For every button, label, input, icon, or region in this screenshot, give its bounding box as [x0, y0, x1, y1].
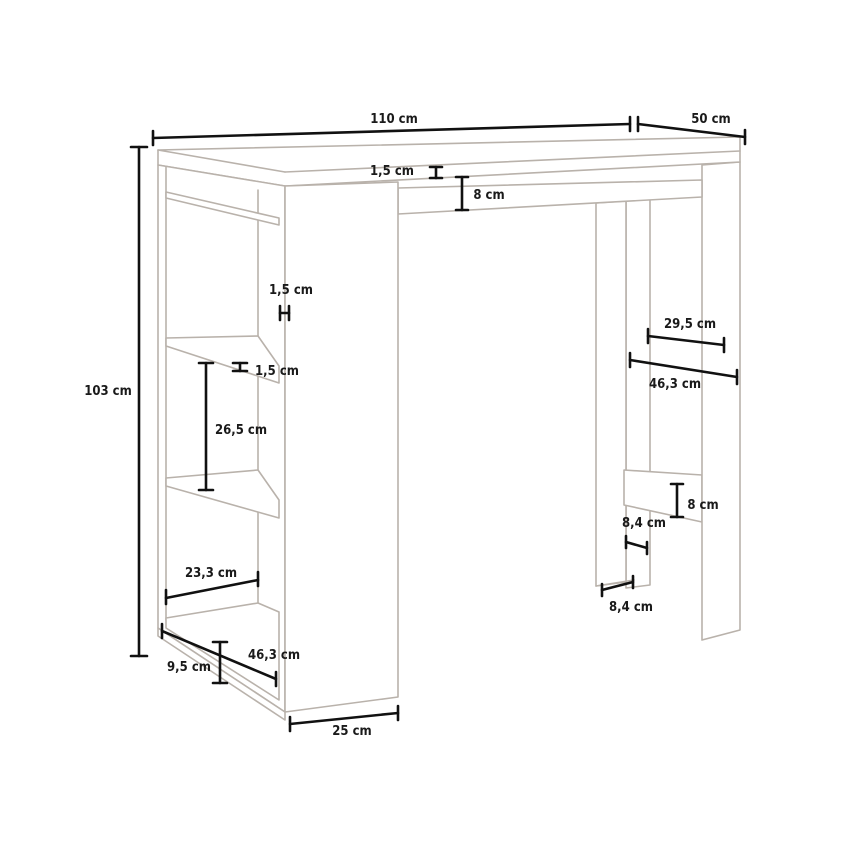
label-leg-inner-depth: 29,5 cm [664, 317, 716, 332]
label-apron-height: 8 cm [473, 188, 504, 203]
label-shelf-spacing: 26,5 cm [215, 423, 267, 438]
dimension-labels: 110 cm 50 cm 103 cm 1,5 cm 8 cm 1,5 cm 1… [84, 112, 731, 739]
label-side-panel-thickness: 1,5 cm [269, 283, 313, 298]
shelf-3 [165, 469, 280, 519]
label-shelf-thickness: 1,5 cm [255, 364, 299, 379]
shelf-2 [165, 335, 280, 384]
shelf-1 [165, 191, 280, 226]
label-leg-thickness-a: 8,4 cm [622, 516, 666, 531]
cabinet-front-panel [284, 181, 399, 713]
dimension-lines [129, 115, 747, 733]
label-shelf-width: 23,3 cm [185, 566, 237, 581]
label-leg-thickness-b: 8,4 cm [609, 600, 653, 615]
table-outline [157, 136, 741, 721]
label-foot-rail-height: 8 cm [687, 498, 718, 513]
label-shelf-depth: 46,3 cm [248, 648, 300, 663]
top-apron [397, 179, 703, 215]
shelf-4 [165, 602, 280, 701]
label-top-thickness: 1,5 cm [370, 164, 414, 179]
plinth [157, 627, 286, 721]
label-depth-top: 50 cm [691, 112, 730, 127]
label-height-total: 103 cm [84, 384, 132, 399]
label-cabinet-width: 25 cm [332, 724, 371, 739]
label-width-top: 110 cm [370, 112, 418, 127]
tabletop [157, 136, 741, 187]
label-leg-outer-depth: 46,3 cm [649, 377, 701, 392]
right-side-panel [701, 161, 741, 641]
label-plinth-height: 9,5 cm [167, 660, 211, 675]
